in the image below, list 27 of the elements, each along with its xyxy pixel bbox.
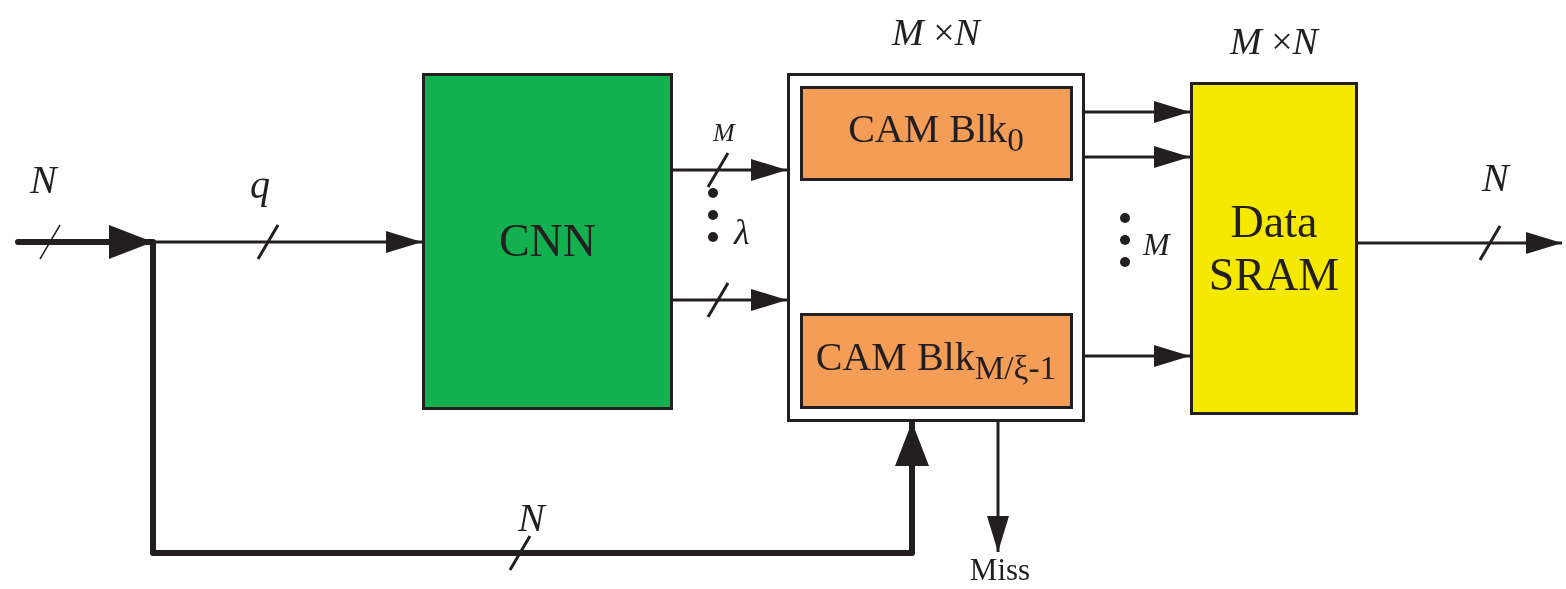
arrow xyxy=(1085,146,1190,168)
cam-block xyxy=(799,85,1073,181)
processing-block xyxy=(422,73,673,410)
signal-label: λ xyxy=(734,214,750,250)
block-label: CAM Blk$_{0}$ xyxy=(848,106,1024,160)
edge-label: q xyxy=(250,165,270,205)
arrow xyxy=(150,242,929,556)
arrow xyxy=(153,231,422,253)
edge-label: M xyxy=(713,120,735,146)
arrow xyxy=(15,225,156,259)
arrow xyxy=(1085,345,1190,367)
block-label: Data SRAM xyxy=(1207,195,1341,302)
dimension-label: M ×N xyxy=(1228,19,1321,63)
arrow xyxy=(987,422,1009,552)
signal-label: M xyxy=(1143,228,1170,260)
dimension-label: M ×N xyxy=(890,10,983,54)
block-label: CNN xyxy=(498,215,597,268)
arrow xyxy=(1358,232,1562,254)
cam-block xyxy=(799,312,1073,409)
edge-label: N xyxy=(1482,158,1509,198)
output-label: Miss xyxy=(969,552,1031,588)
arrow xyxy=(673,289,787,311)
signal-label: N xyxy=(30,160,57,200)
edge-label: N xyxy=(518,498,545,538)
arrow xyxy=(1085,101,1190,123)
block-label: CAM Blk$_{M/ξ-1}$ xyxy=(815,333,1057,388)
arrow xyxy=(673,159,787,181)
